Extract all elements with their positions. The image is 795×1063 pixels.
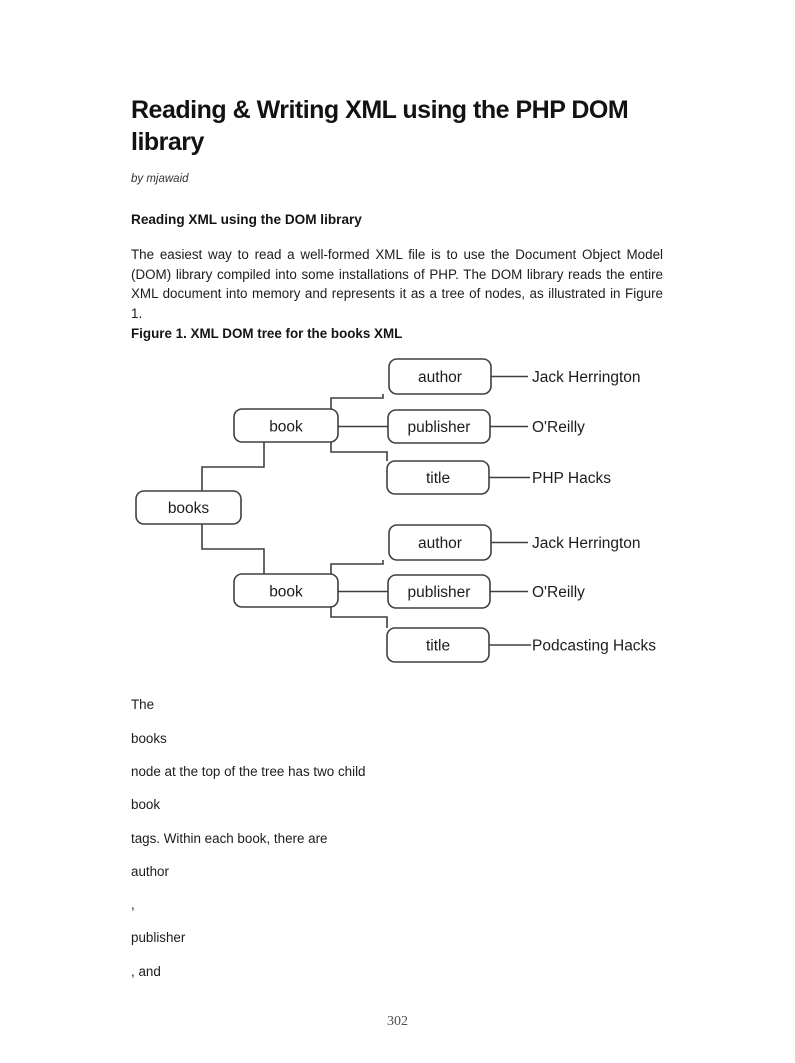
node-label-books: books (168, 500, 210, 517)
page-number: 302 (387, 1014, 408, 1029)
dom-tree-diagram: books book author publisher title book a… (135, 358, 656, 664)
intro-paragraph: The easiest way to read a well-formed XM… (131, 247, 663, 321)
text-fragment: tags. Within each book, there are (131, 830, 328, 846)
node-box-book1 (233, 408, 339, 444)
node-box-books (135, 490, 242, 526)
text-fragment: book (131, 797, 161, 813)
section-heading: Reading XML using the DOM library (131, 212, 362, 227)
byline: by mjawaid (131, 173, 189, 185)
connector-book2-author (330, 560, 384, 575)
dom-tree-figure: books book author publisher title book a… (131, 351, 666, 681)
text-fragment: The (131, 697, 155, 713)
leaf-value-publisher2: O'Reilly (532, 584, 585, 601)
node-label-author2: author (418, 535, 462, 552)
text-fragment: node at the top of the tree has two chil… (131, 763, 366, 779)
node-label-book2: book (269, 584, 303, 601)
node-label-publisher2: publisher (408, 584, 471, 601)
node-box-title2 (386, 627, 490, 664)
connector-books-book2 (201, 524, 265, 575)
tree-leaf-values: Jack Herrington O'Reilly PHP Hacks Jack … (532, 369, 656, 655)
node-label-publisher1: publisher (408, 419, 471, 436)
connector-book2-title (330, 607, 388, 629)
leaf-value-author1: Jack Herrington (532, 369, 641, 386)
leaf-value-title1: PHP Hacks (532, 470, 611, 487)
node-box-title1 (386, 460, 490, 496)
node-box-publisher1 (387, 409, 491, 445)
node-box-author2 (388, 524, 492, 562)
connector-books-book1 (201, 442, 265, 492)
leaf-value-author2: Jack Herrington (532, 535, 641, 552)
text-fragment: , (131, 897, 135, 913)
connector-book1-title (330, 442, 388, 462)
node-label-author1: author (418, 369, 462, 386)
text-fragment: publisher (131, 930, 186, 946)
leaf-value-publisher1: O'Reilly (532, 419, 585, 436)
tree-node-boxes (135, 358, 492, 664)
text-fragment: books (131, 730, 167, 746)
node-box-publisher2 (387, 574, 491, 610)
connector-book1-author (330, 394, 384, 410)
leaf-value-title2: Podcasting Hacks (532, 638, 656, 655)
tree-node-labels: books book author publisher title book a… (168, 369, 471, 655)
node-box-book2 (233, 573, 339, 609)
node-box-author1 (388, 358, 492, 396)
document-page: Reading & Writing XML using the PHP DOM … (131, 0, 666, 981)
text-fragment: author (131, 863, 169, 879)
text-fragment: , and (131, 963, 161, 979)
node-label-book1: book (269, 419, 303, 436)
figure-caption: Figure 1. XML DOM tree for the books XML (131, 326, 403, 342)
page-title: Reading & Writing XML using the PHP DOM … (131, 96, 629, 156)
node-label-title1: title (426, 470, 450, 487)
node-label-title2: title (426, 638, 450, 655)
tree-connectors (201, 376, 531, 647)
